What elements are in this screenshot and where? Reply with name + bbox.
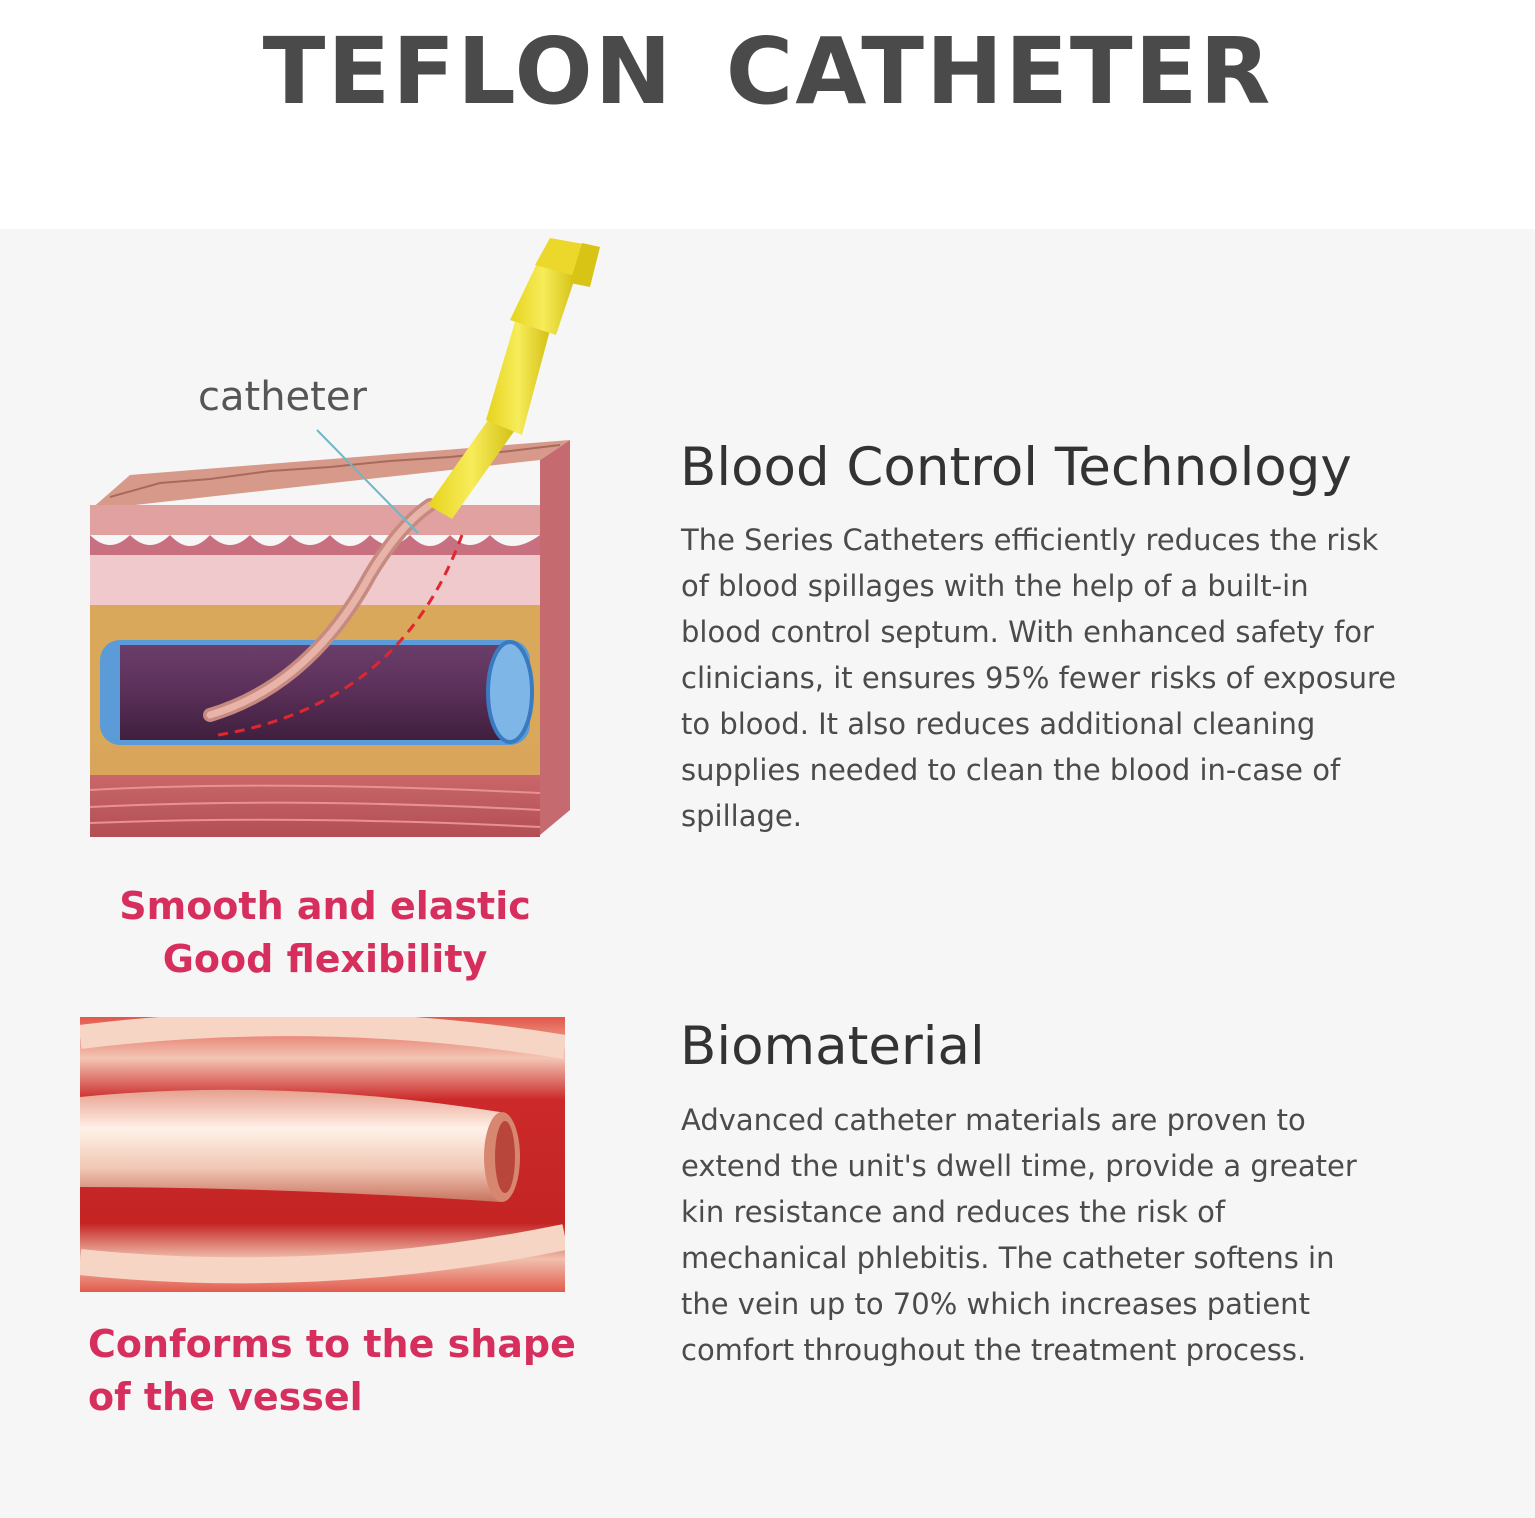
body-line: to blood. It also reduces additional cle…: [681, 707, 1316, 741]
caption-line: of the vessel: [88, 1375, 363, 1419]
body-line: mechanical phlebitis. The catheter softe…: [681, 1241, 1335, 1275]
body-line: blood control septum. With enhanced safe…: [681, 615, 1374, 649]
body-line: of blood spillages with the help of a bu…: [681, 569, 1309, 603]
content-panel: [0, 229, 1535, 1518]
caption-line: Smooth and elastic: [119, 884, 531, 928]
caption-conforms-vessel: Conforms to the shape of the vessel: [88, 1318, 648, 1424]
catheter-label: catheter: [198, 374, 367, 420]
caption-line: Conforms to the shape: [88, 1322, 576, 1366]
body-line: spillage.: [681, 799, 802, 833]
section-heading-biomaterial: Biomaterial: [680, 1016, 985, 1077]
body-line: the vein up to 70% which increases patie…: [681, 1287, 1310, 1321]
vessel-illustration: [80, 1017, 565, 1292]
body-line: comfort throughout the treatment process…: [681, 1333, 1307, 1367]
body-line: clinicians, it ensures 95% fewer risks o…: [681, 661, 1397, 695]
body-line: Advanced catheter materials are proven t…: [681, 1103, 1306, 1137]
body-line: supplies needed to clean the blood in-ca…: [681, 753, 1341, 787]
caption-line: Good flexibility: [162, 937, 488, 981]
section-body-blood-control: The Series Catheters efficiently reduces…: [681, 517, 1481, 839]
page-title: TEFLON CATHETER: [262, 18, 1273, 125]
section-heading-blood-control: Blood Control Technology: [680, 437, 1352, 498]
body-line: The Series Catheters efficiently reduces…: [681, 523, 1379, 557]
caption-smooth-elastic: Smooth and elastic Good flexibility: [95, 880, 555, 986]
section-body-biomaterial: Advanced catheter materials are proven t…: [681, 1097, 1481, 1373]
body-line: kin resistance and reduces the risk of: [681, 1195, 1226, 1229]
body-line: extend the unit's dwell time, provide a …: [681, 1149, 1357, 1183]
skin-catheter-illustration: catheter: [89, 238, 600, 837]
